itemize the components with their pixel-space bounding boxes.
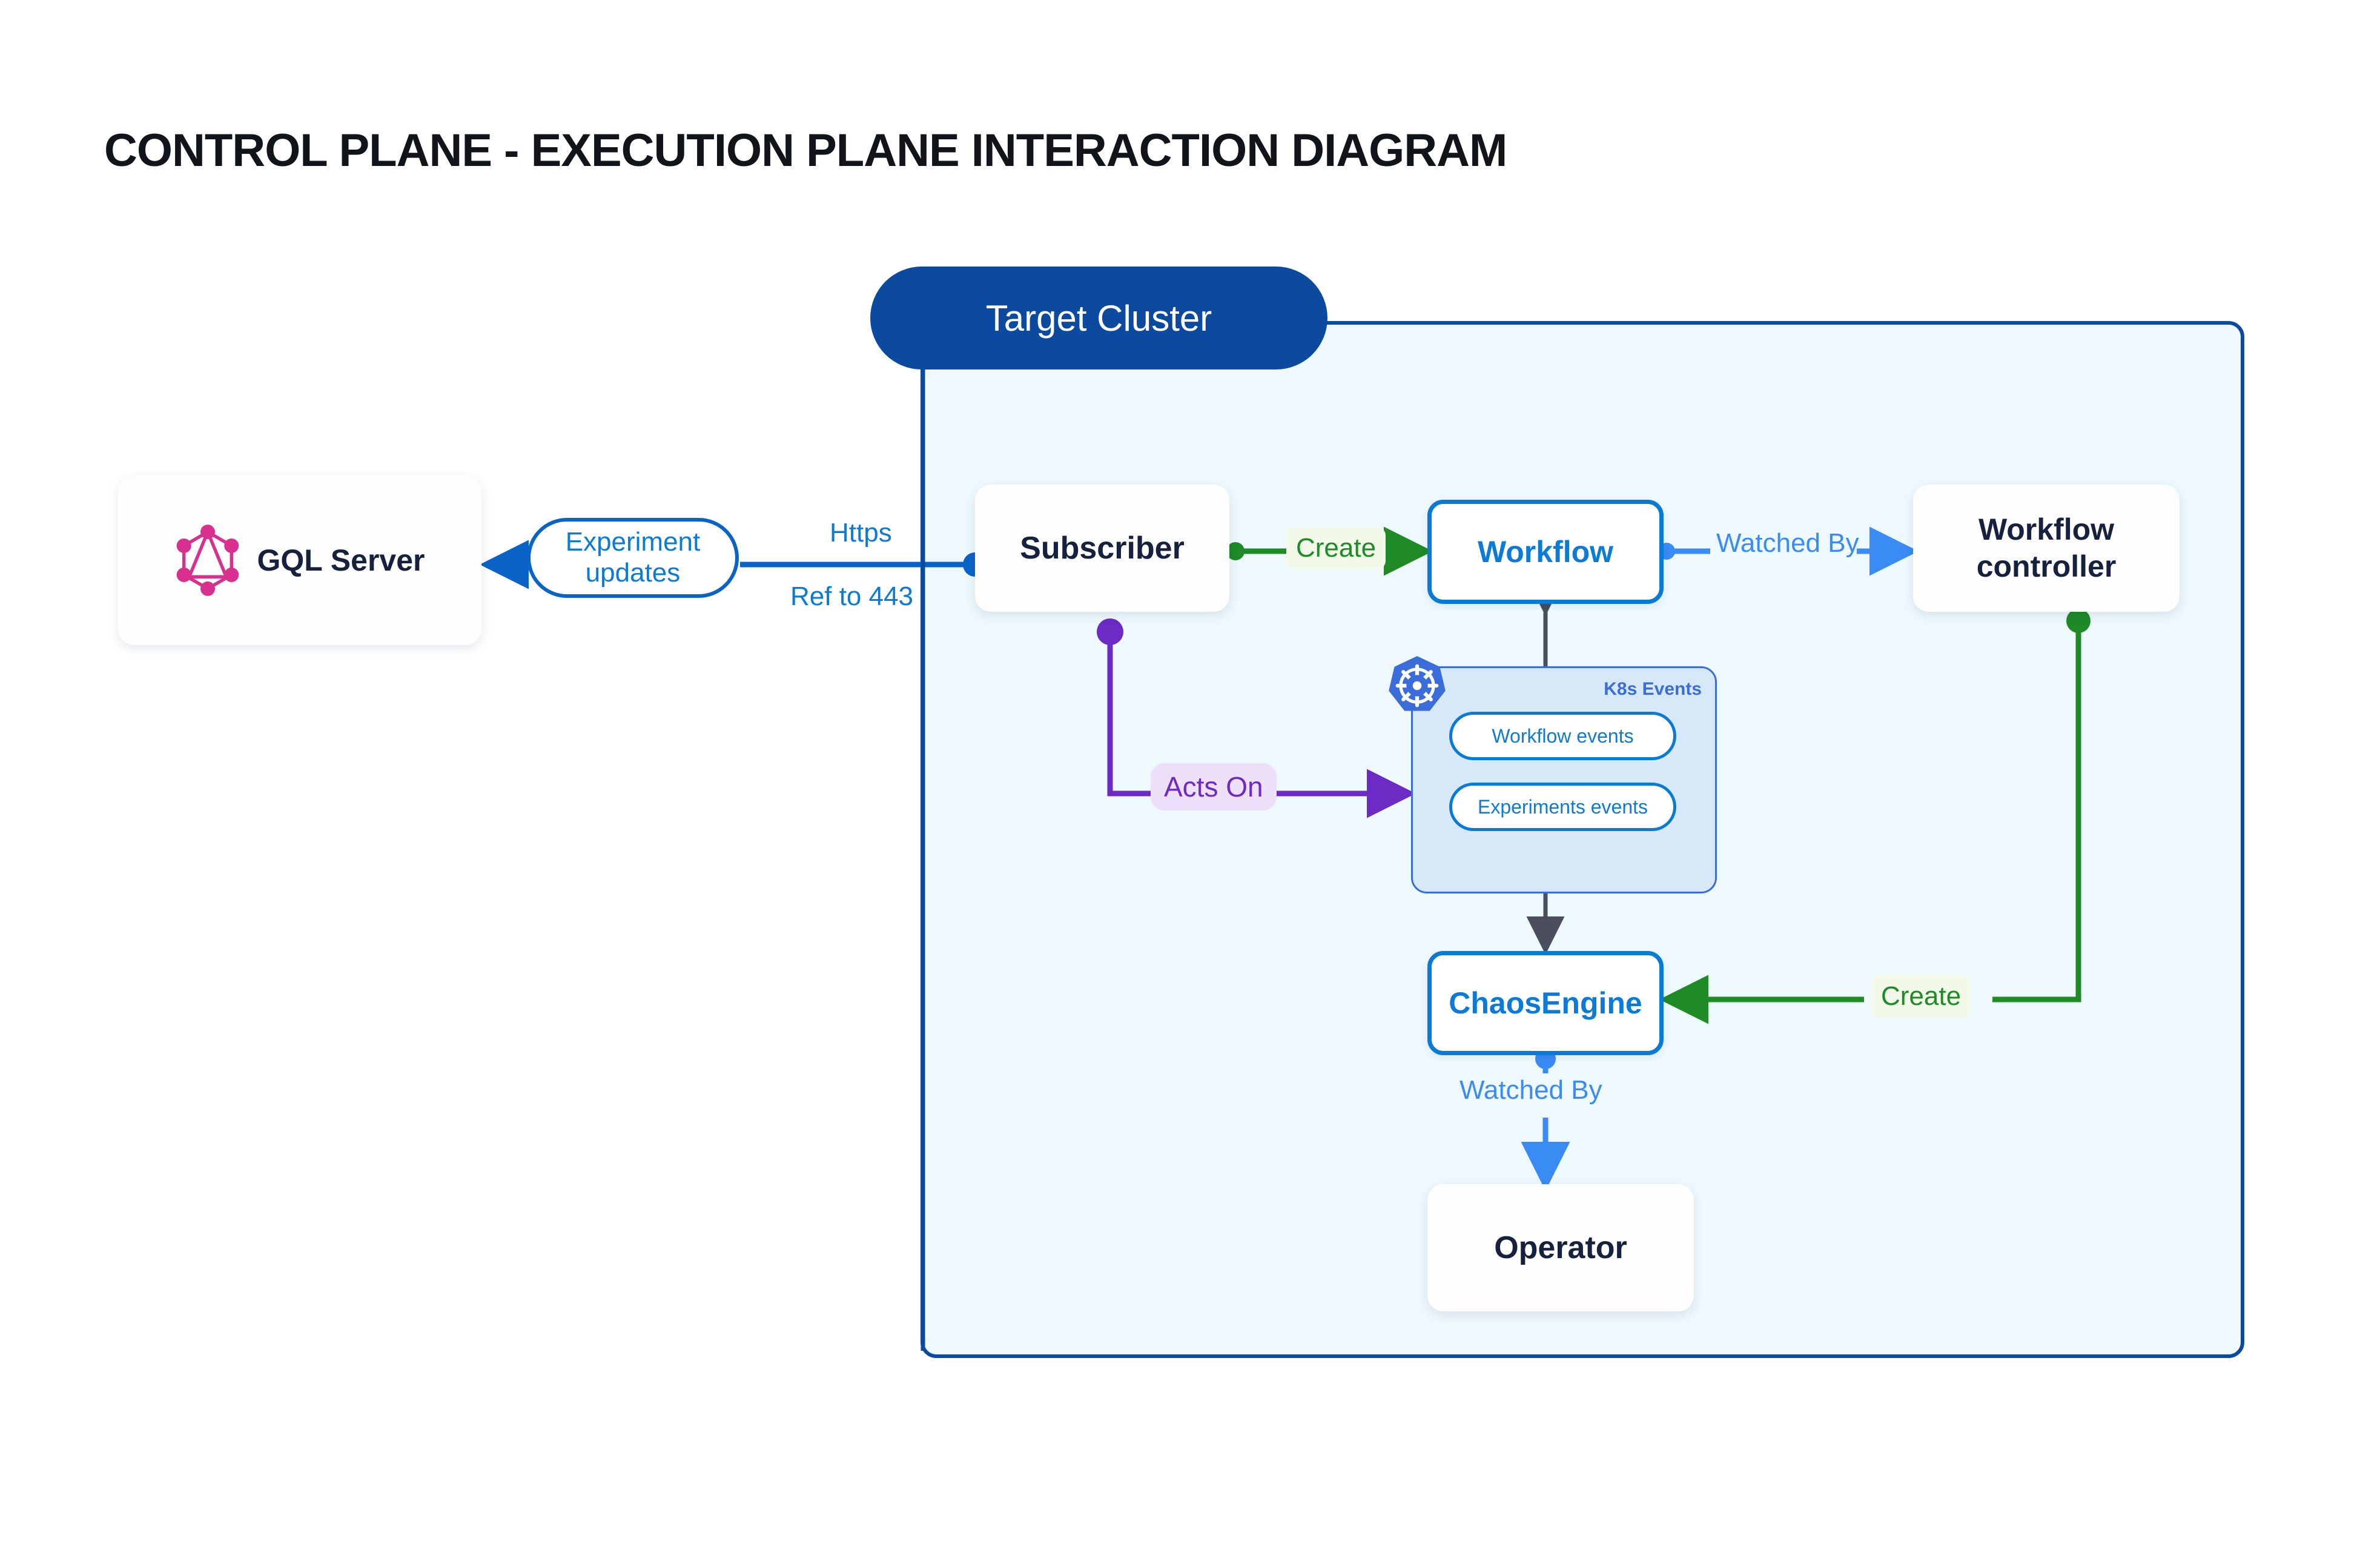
k8s-event-workflow-events[interactable]: Workflow events xyxy=(1449,712,1676,760)
edge-label-experiment-updates: Experiment updates xyxy=(527,518,739,598)
node-chaosengine-label: ChaosEngine xyxy=(1449,986,1642,1020)
node-workflow[interactable]: Workflow xyxy=(1427,500,1664,604)
graphql-logo-icon xyxy=(174,524,241,597)
node-gql-server[interactable]: GQL Server xyxy=(118,475,481,645)
node-operator-label: Operator xyxy=(1494,1230,1627,1265)
page-title: CONTROL PLANE - EXECUTION PLANE INTERACT… xyxy=(104,125,1507,176)
node-workflow-controller-label-line1: Workflow xyxy=(1978,512,2115,546)
k8s-events-title: K8s Events xyxy=(1604,679,1702,699)
kubernetes-logo-icon xyxy=(1386,654,1449,717)
node-workflow-controller-label-line2: controller xyxy=(1976,549,2117,583)
edge-label-https: Https xyxy=(830,518,892,548)
node-workflow-label: Workflow xyxy=(1477,535,1614,569)
node-subscriber[interactable]: Subscriber xyxy=(975,485,1229,612)
k8s-events-panel: K8s Events xyxy=(1411,666,1717,893)
edge-label-acts-on: Acts On xyxy=(1151,763,1277,810)
k8s-event-experiments-events[interactable]: Experiments events xyxy=(1449,783,1676,831)
node-subscriber-label: Subscriber xyxy=(1020,531,1185,566)
edge-label-ref-to-443: Ref to 443 xyxy=(790,581,914,611)
k8s-event-experiments-events-label: Experiments events xyxy=(1477,795,1648,818)
edge-label-watched-by-workflow: Watched By xyxy=(1716,528,1859,558)
edge-label-create-workflow: Create xyxy=(1286,527,1386,569)
edge-label-experiment-updates-line2: updates xyxy=(585,558,681,588)
edge-label-create-chaosengine: Create xyxy=(1871,975,1971,1018)
node-gql-server-label: GQL Server xyxy=(257,543,425,577)
node-chaosengine[interactable]: ChaosEngine xyxy=(1427,951,1664,1055)
node-operator[interactable]: Operator xyxy=(1427,1184,1694,1311)
k8s-event-workflow-events-label: Workflow events xyxy=(1492,724,1634,747)
target-cluster-label: Target Cluster xyxy=(870,267,1327,369)
edge-label-watched-by-operator: Watched By xyxy=(1459,1075,1602,1105)
node-workflow-controller[interactable]: Workflow controller xyxy=(1913,485,2180,612)
edge-label-experiment-updates-line1: Experiment xyxy=(565,527,701,557)
